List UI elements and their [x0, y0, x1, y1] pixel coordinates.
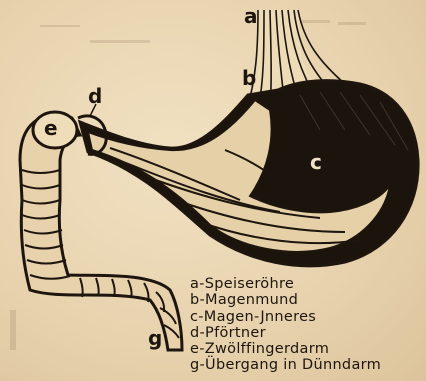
label-e: e [44, 118, 58, 138]
label-d: d [88, 86, 102, 106]
legend-item-b: b-Magenmund [190, 292, 381, 308]
legend-item-d: d-Pförtner [190, 325, 381, 341]
legend-item-e: e-Zwölffingerdarm [190, 341, 381, 357]
label-c: c [310, 152, 322, 172]
legend: a-Speiseröhre b-Magenmund c-Magen-Jnnere… [190, 276, 381, 374]
label-b: b [242, 68, 256, 88]
legend-item-a: a-Speiseröhre [190, 276, 381, 292]
legend-item-g: g-Übergang in Dünndarm [190, 357, 381, 373]
label-a: a [244, 6, 258, 26]
label-g: g [148, 328, 162, 348]
legend-item-c: c-Magen-Jnneres [190, 309, 381, 325]
